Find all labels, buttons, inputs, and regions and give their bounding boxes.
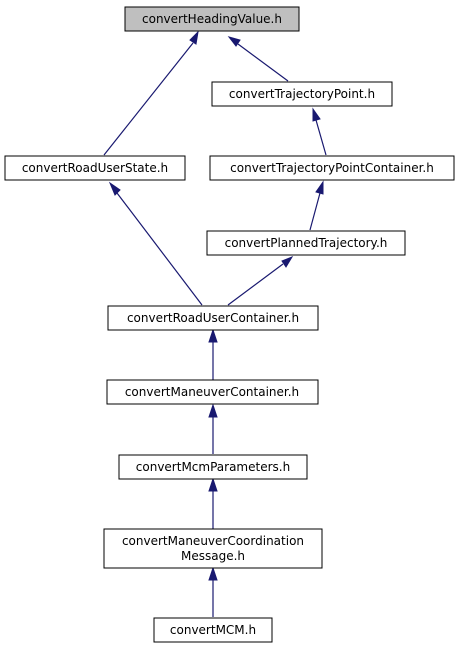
node-convertplannedtrajectory[interactable]: convertPlannedTrajectory.h: [206, 230, 406, 256]
node-label: convertPlannedTrajectory.h: [225, 236, 388, 250]
edge-roadusercontainer-to-plannedtrajectory: [227, 255, 294, 306]
edge-roaduserstate-to-headingvalue: [103, 30, 199, 156]
node-convertmcm[interactable]: convertMCM.h: [153, 617, 273, 643]
edge-maneuvercontainer-to-roadusercontainer: [208, 328, 218, 380]
node-convertroaduserstate[interactable]: convertRoadUserState.h: [4, 155, 186, 181]
node-convertroadusercontainer[interactable]: convertRoadUserContainer.h: [107, 305, 319, 331]
edge-plannedtrajectory-to-trajectorypointcontainer: [309, 180, 324, 231]
node-label: convertTrajectoryPoint.h: [229, 87, 375, 101]
edge-coordinationmessage-to-mcmparameters: [208, 477, 218, 529]
node-label: convertManeuverContainer.h: [125, 385, 299, 399]
edges: [103, 30, 327, 617]
edge-roadusercontainer-to-roaduserstate: [108, 181, 203, 306]
node-convertmcmparameters[interactable]: convertMcmParameters.h: [118, 454, 308, 480]
edge-mcmparameters-to-maneuvercontainer: [208, 403, 218, 454]
node-label: convertHeadingValue.h: [142, 12, 282, 26]
edge-trajectorypoint-to-headingvalue: [227, 36, 289, 82]
node-label: convertTrajectoryPointContainer.h: [230, 161, 434, 175]
node-label: convertMCM.h: [170, 623, 256, 637]
node-label: convertRoadUserContainer.h: [127, 311, 299, 325]
nodes: convertHeadingValue.h convertTrajectoryP…: [4, 6, 455, 643]
node-label-line1: convertManeuverCoordination: [122, 534, 304, 548]
node-converttrajectorypoint[interactable]: convertTrajectoryPoint.h: [211, 81, 393, 107]
node-convertmaneuvercontainer[interactable]: convertManeuverContainer.h: [106, 379, 319, 405]
node-label-line2: Message.h: [181, 549, 245, 563]
node-convertheadingvalue[interactable]: convertHeadingValue.h: [124, 6, 300, 32]
edge-trajectorypointcontainer-to-trajectorypoint: [312, 107, 327, 156]
edge-mcm-to-coordinationmessage: [208, 566, 218, 617]
node-convertmaneuvercoordinationmessage[interactable]: convertManeuverCoordination Message.h: [103, 528, 323, 569]
node-label: convertRoadUserState.h: [22, 161, 168, 175]
node-converttrajectorypointcontainer[interactable]: convertTrajectoryPointContainer.h: [209, 155, 455, 181]
node-label: convertMcmParameters.h: [136, 460, 290, 474]
